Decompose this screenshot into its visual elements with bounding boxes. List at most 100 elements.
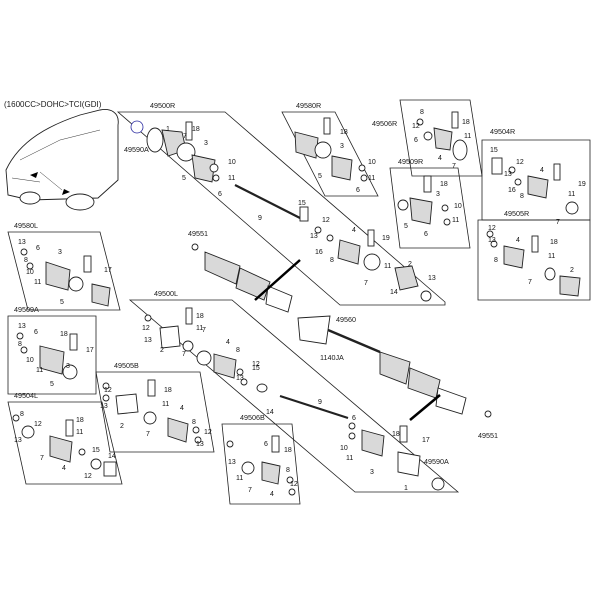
part-code-49580R[interactable]: 49580R (296, 101, 321, 110)
part-num-13-j[interactable]: 13 (196, 441, 204, 448)
part-num-8-d[interactable]: 8 (494, 257, 498, 264)
part-num-11-k[interactable]: 11 (346, 455, 353, 462)
part-num-12-i[interactable]: 12 (34, 421, 42, 428)
part-num-12-j[interactable]: 12 (84, 473, 92, 480)
part-num-10-f[interactable]: 10 (340, 445, 348, 452)
part-num-8-i[interactable]: 8 (20, 411, 24, 418)
part-num-12-k[interactable]: 12 (290, 481, 298, 488)
part-num-15-a[interactable]: 15 (298, 200, 306, 207)
part-num-7-h[interactable]: 7 (146, 431, 150, 438)
part-num-12-e[interactable]: 12 (142, 325, 150, 332)
part-num-14-c[interactable]: 14 (108, 453, 116, 460)
part-num-7-a[interactable]: 7 (183, 133, 187, 140)
part-num-12-a[interactable]: 12 (322, 217, 330, 224)
part-num-18-g[interactable]: 18 (196, 313, 204, 320)
part-code-49506R[interactable]: 49506R (372, 119, 397, 128)
part-num-10-b[interactable]: 10 (368, 159, 376, 166)
part-num-2-a[interactable]: 2 (408, 261, 412, 268)
part-num-11-i[interactable]: 11 (36, 367, 43, 374)
part-num-6-h[interactable]: 6 (264, 441, 268, 448)
part-num-12-d[interactable]: 12 (488, 225, 496, 232)
part-num-13-h[interactable]: 13 (236, 375, 244, 382)
part-code-1140JA[interactable]: 1140JA (320, 353, 344, 362)
part-num-18-a[interactable]: 18 (192, 126, 200, 133)
part-num-6-a[interactable]: 6 (218, 191, 222, 198)
part-code-49506B[interactable]: 49506B (240, 413, 265, 422)
part-num-19-b[interactable]: 19 (578, 181, 586, 188)
part-num-12-b[interactable]: 12 (412, 123, 420, 130)
part-num-16-b[interactable]: 16 (508, 187, 516, 194)
part-num-8-c[interactable]: 8 (520, 193, 524, 200)
part-num-4-d[interactable]: 4 (516, 237, 520, 244)
part-code-49504L[interactable]: 49504L (14, 391, 38, 400)
part-num-17-c[interactable]: 17 (422, 437, 430, 444)
part-num-11-n[interactable]: 11 (236, 475, 243, 482)
part-num-4-f[interactable]: 4 (180, 405, 184, 412)
part-num-13-f[interactable]: 13 (18, 323, 26, 330)
part-num-10-d[interactable]: 10 (26, 269, 34, 276)
part-num-8-a[interactable]: 8 (330, 257, 334, 264)
part-num-10-a[interactable]: 10 (228, 159, 236, 166)
part-num-4-b[interactable]: 4 (438, 155, 442, 162)
part-num-6-e[interactable]: 6 (36, 245, 40, 252)
part-num-13-a[interactable]: 13 (310, 233, 318, 240)
part-num-11-h[interactable]: 11 (34, 279, 41, 286)
part-num-11-b[interactable]: 11 (384, 263, 391, 270)
part-num-6-b[interactable]: 6 (356, 187, 360, 194)
part-num-18-d[interactable]: 18 (440, 181, 448, 188)
part-num-18-k[interactable]: 18 (284, 447, 292, 454)
part-num-18-f[interactable]: 18 (60, 331, 68, 338)
part-num-7-i[interactable]: 7 (40, 455, 44, 462)
part-num-13-d[interactable]: 13 (488, 237, 496, 244)
part-num-11-e[interactable]: 11 (568, 191, 575, 198)
part-code-49590A-top[interactable]: 49590A (124, 145, 149, 154)
part-num-14-a[interactable]: 14 (390, 289, 398, 296)
part-num-11-m[interactable]: 11 (76, 429, 83, 436)
part-num-10-c[interactable]: 10 (454, 203, 462, 210)
part-code-49509R[interactable]: 49509R (398, 157, 423, 166)
part-num-7-b[interactable]: 7 (364, 280, 368, 287)
part-num-8-g[interactable]: 8 (236, 347, 240, 354)
part-num-7-c[interactable]: 7 (452, 163, 456, 170)
part-num-11-l[interactable]: 11 (162, 401, 169, 408)
part-num-3-d[interactable]: 3 (58, 249, 62, 256)
part-num-18-j[interactable]: 18 (76, 417, 84, 424)
part-num-3-f[interactable]: 3 (370, 469, 374, 476)
part-num-6-d[interactable]: 6 (424, 231, 428, 238)
part-code-49504R[interactable]: 49504R (490, 127, 515, 136)
part-num-13-e[interactable]: 13 (18, 239, 26, 246)
part-num-18-h[interactable]: 18 (392, 431, 400, 438)
part-num-3-e[interactable]: 3 (66, 363, 70, 370)
part-num-15-c[interactable]: 15 (252, 365, 260, 372)
part-num-5-a[interactable]: 5 (182, 175, 186, 182)
part-num-11-f[interactable]: 11 (452, 217, 459, 224)
part-num-8-f[interactable]: 8 (18, 341, 22, 348)
part-num-11-c[interactable]: 11 (368, 175, 375, 182)
part-num-11-d[interactable]: 11 (464, 133, 471, 140)
part-num-9-a[interactable]: 9 (258, 215, 262, 222)
part-num-13-c[interactable]: 13 (504, 171, 512, 178)
part-num-8-e[interactable]: 8 (24, 257, 28, 264)
part-num-4-e[interactable]: 4 (226, 339, 230, 346)
part-num-18-i[interactable]: 18 (164, 387, 172, 394)
part-num-1-a[interactable]: 1 (166, 126, 170, 133)
part-num-15-d[interactable]: 15 (92, 447, 100, 454)
part-num-2-d[interactable]: 2 (120, 423, 124, 430)
part-num-15-b[interactable]: 15 (490, 147, 498, 154)
part-num-11-a[interactable]: 11 (228, 175, 235, 182)
part-num-4-g[interactable]: 4 (62, 465, 66, 472)
part-num-13-i[interactable]: 13 (100, 403, 108, 410)
part-num-13-b[interactable]: 13 (428, 275, 436, 282)
part-num-17-b[interactable]: 17 (86, 347, 94, 354)
part-num-3-a[interactable]: 3 (204, 140, 208, 147)
part-num-3-b[interactable]: 3 (340, 143, 344, 150)
part-num-17-a[interactable]: 17 (104, 267, 112, 274)
part-code-49509A[interactable]: 49509A (14, 305, 39, 314)
part-num-13-g[interactable]: 13 (144, 337, 152, 344)
part-num-11-j[interactable]: 11 (196, 325, 203, 332)
part-num-16-a[interactable]: 16 (315, 249, 323, 256)
part-num-8-b[interactable]: 8 (420, 109, 424, 116)
part-num-14-b[interactable]: 14 (266, 409, 274, 416)
part-code-49590A-bottom[interactable]: 49590A (424, 457, 449, 466)
part-code-49505B[interactable]: 49505B (114, 361, 139, 370)
